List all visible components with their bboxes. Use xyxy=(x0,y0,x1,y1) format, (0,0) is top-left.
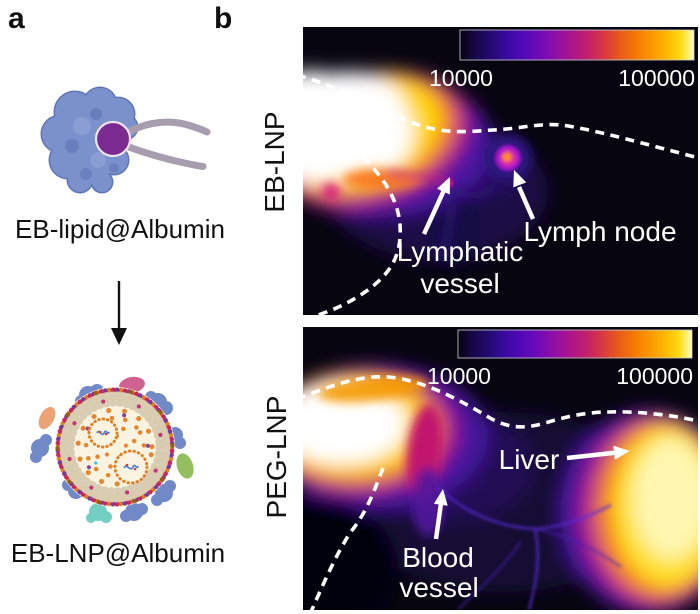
mouse-outline-dashed xyxy=(303,74,698,315)
eb-lipid-tails xyxy=(122,118,211,170)
lipid-shell-ring xyxy=(55,387,175,507)
lymphatic-vessel-label-line1: Lymphatic xyxy=(397,236,524,267)
row-label-peg-lnp: PEG-LNP xyxy=(261,395,292,519)
lnp-illustration xyxy=(30,376,194,523)
peg-lnp-ivis-image: 10000 100000 Liver Blood vessel xyxy=(303,327,698,610)
blood-vessel-label-line1: Blood xyxy=(402,542,474,573)
albumin-protein-illustration xyxy=(40,86,211,194)
colorbar-max-label: 100000 xyxy=(618,65,695,91)
albumin-caption: EB-lipid@Albumin xyxy=(15,214,225,244)
panel-b-label: b xyxy=(214,2,233,35)
rna-micelle xyxy=(87,417,119,449)
colorbar xyxy=(457,329,693,359)
colorbar-max-label: 100000 xyxy=(616,363,693,389)
row-label-eb-lnp: EB-LNP xyxy=(259,111,290,213)
rna-micelle xyxy=(113,449,149,485)
colorbar-min-label: 10000 xyxy=(427,363,491,389)
panel-a-label: a xyxy=(8,2,25,35)
orange-protein-blob xyxy=(38,406,56,430)
lnp-caption: EB-LNP@Albumin xyxy=(10,538,226,568)
lymphatic-vessel-label-line2: vessel xyxy=(420,268,499,299)
eb-lnp-ivis-image: 10000 100000 Lymphatic vessel Lymph node xyxy=(303,27,698,315)
eb-dye-circle xyxy=(94,120,132,158)
liver-arrow xyxy=(566,445,630,461)
colorbar-min-label: 10000 xyxy=(429,65,493,91)
lymphatic-vessel-arrow xyxy=(421,177,450,235)
blood-vessel-label-line2: vessel xyxy=(399,572,478,603)
liver-label: Liver xyxy=(499,444,560,475)
green-protein-blob xyxy=(176,453,194,479)
lymph-node-arrow xyxy=(513,170,536,220)
vessel-lines xyxy=(437,486,622,610)
down-arrow-icon xyxy=(111,281,127,345)
teal-protein-blob xyxy=(86,503,112,523)
lymph-node-label: Lymph node xyxy=(523,216,676,247)
blood-vessel-arrow xyxy=(433,489,448,540)
mouse-outline-dashed xyxy=(303,375,698,610)
colorbar xyxy=(459,29,695,61)
